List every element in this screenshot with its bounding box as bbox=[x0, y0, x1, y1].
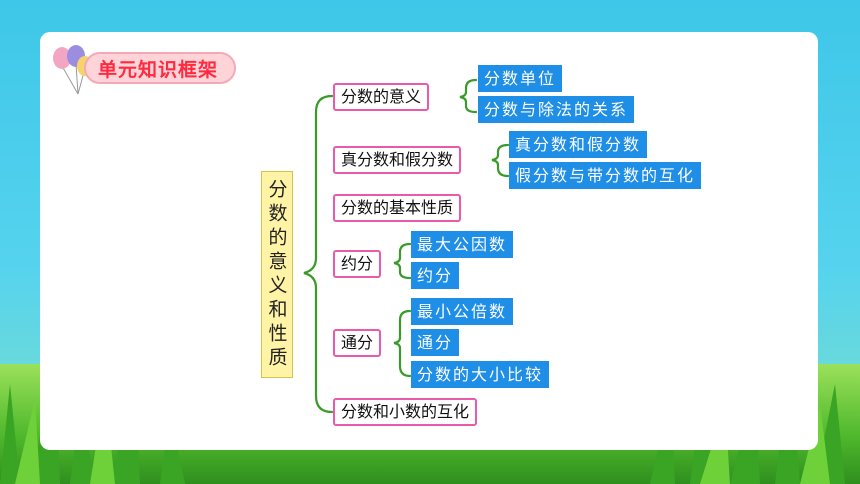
branch-label: 约分 bbox=[341, 254, 374, 273]
title-pill bbox=[84, 52, 236, 84]
branch-label: 分数的意义 bbox=[341, 87, 422, 106]
leaf-proper-improper: 真分数和假分数 bbox=[509, 131, 648, 158]
branch-fraction-decimal: 分数和小数的互化 bbox=[333, 398, 478, 426]
leaf-reduce: 约分 bbox=[411, 262, 460, 289]
leaf-fraction-division: 分数与除法的关系 bbox=[478, 96, 635, 123]
branch-proper-improper: 真分数和假分数 bbox=[333, 146, 462, 174]
leaf-lcm: 最小公倍数 bbox=[411, 298, 514, 325]
branch-label: 真分数和假分数 bbox=[341, 150, 454, 169]
leaf-fraction-unit: 分数单位 bbox=[478, 65, 563, 92]
section-title: 单元知识框架 bbox=[98, 59, 219, 81]
branch-common-denominator: 通分 bbox=[333, 329, 382, 357]
root-topic-label: 分数的意义和性质 bbox=[265, 178, 288, 371]
branch-label: 分数和小数的互化 bbox=[341, 402, 470, 421]
leaf-gcd: 最大公因数 bbox=[411, 231, 514, 258]
branch-reduction: 约分 bbox=[333, 250, 382, 278]
leaf-common-denominator: 通分 bbox=[411, 329, 460, 356]
leaf-improper-mixed: 假分数与带分数的互化 bbox=[509, 162, 702, 189]
branch-label: 分数的基本性质 bbox=[341, 198, 454, 217]
section-title-badge: 单元知识框架 bbox=[48, 44, 238, 95]
branch-meaning: 分数的意义 bbox=[333, 83, 430, 111]
root-topic: 分数的意义和性质 bbox=[261, 171, 293, 378]
branch-label: 通分 bbox=[341, 333, 374, 352]
branch-basic-property: 分数的基本性质 bbox=[333, 194, 462, 222]
leaf-compare-fractions: 分数的大小比较 bbox=[411, 361, 550, 388]
